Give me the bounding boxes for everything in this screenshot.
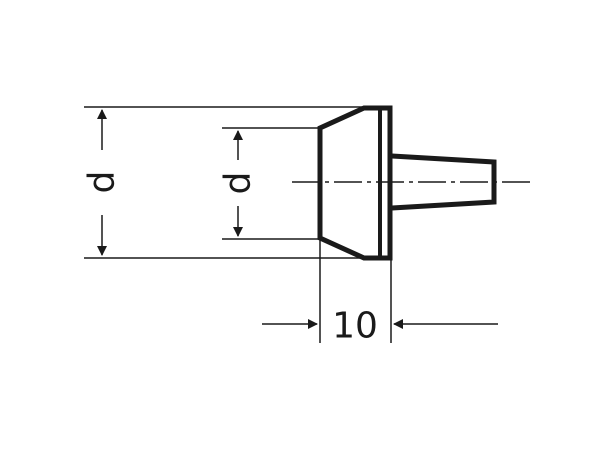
extension-lines <box>84 106 392 343</box>
width-dimension-label: 10 <box>332 306 378 347</box>
outer-diameter-label: d <box>82 171 123 194</box>
part-outline <box>317 105 497 261</box>
inner-diameter-label: d <box>218 172 259 195</box>
